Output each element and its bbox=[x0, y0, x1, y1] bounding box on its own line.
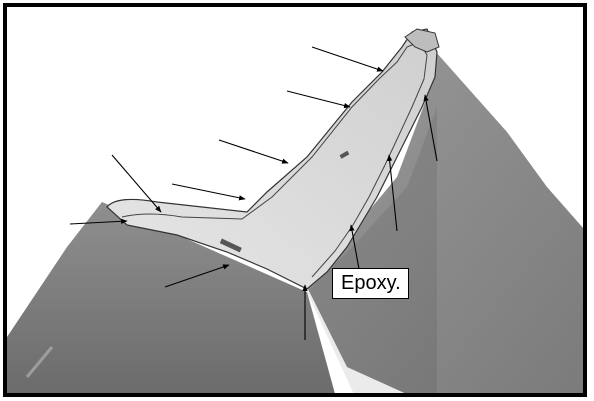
illustration-frame: Epoxy. bbox=[3, 3, 587, 397]
epoxy-label: Epoxy. bbox=[332, 268, 409, 299]
wing-fin-illustration bbox=[7, 7, 587, 397]
arrow-4 bbox=[172, 184, 245, 199]
arrow-3 bbox=[219, 140, 288, 163]
arrow-1 bbox=[312, 47, 383, 71]
arrow-2 bbox=[287, 91, 350, 107]
